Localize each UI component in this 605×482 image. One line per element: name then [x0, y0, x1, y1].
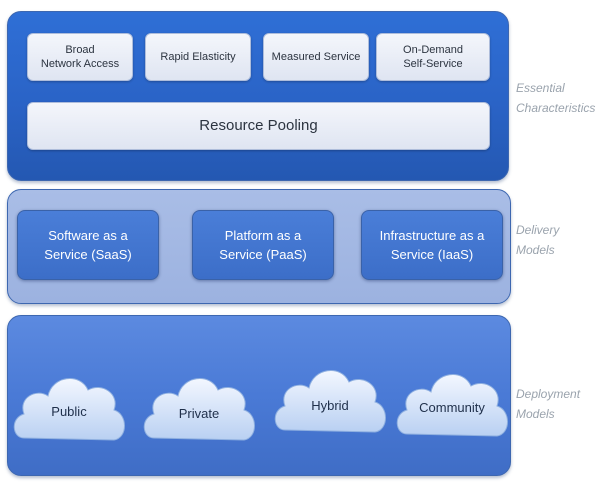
- cloud-icon: [396, 374, 508, 437]
- chip-label: Resource Pooling: [199, 117, 318, 134]
- delivery-models-panel: Software as a Service (SaaS) Platform as…: [7, 189, 511, 304]
- rapid-elasticity-chip: Rapid Elasticity: [145, 33, 251, 81]
- on-demand-self-service-chip: On-Demand Self-Service: [376, 33, 490, 81]
- paas-box: Platform as a Service (PaaS): [192, 210, 334, 280]
- chip-label: Broad Network Access: [40, 44, 120, 70]
- measured-service-chip: Measured Service: [263, 33, 369, 81]
- chip-label: On-Demand Self-Service: [403, 44, 463, 70]
- essential-characteristics-label: Essential Characteristics: [516, 81, 596, 115]
- public-cloud: Public: [10, 360, 128, 450]
- cloud-icon: [143, 378, 255, 441]
- chip-label: Rapid Elasticity: [160, 51, 236, 63]
- hybrid-cloud: Hybrid: [271, 352, 389, 442]
- cloud-icon: [13, 378, 125, 441]
- cloud-label: Private: [178, 406, 220, 421]
- box-label: Infrastructure as a Service (IaaS): [379, 228, 485, 262]
- cloud-label: Hybrid: [311, 398, 349, 413]
- iaas-box: Infrastructure as a Service (IaaS): [361, 210, 503, 280]
- deployment-models-label: Deployment Models: [516, 387, 581, 421]
- box-label: Platform as a Service (PaaS): [219, 228, 307, 262]
- box-label: Software as a Service (SaaS): [44, 228, 132, 262]
- chip-label: Measured Service: [271, 51, 361, 63]
- saas-box: Software as a Service (SaaS): [17, 210, 159, 280]
- private-cloud: Private: [140, 360, 258, 450]
- delivery-models-label: Delivery Models: [516, 223, 560, 257]
- broad-network-access-chip: Broad Network Access: [27, 33, 133, 81]
- community-cloud: Community: [393, 356, 511, 446]
- cloud-icon: [274, 370, 386, 433]
- cloud-label: Public: [51, 404, 87, 419]
- deployment-models-panel: Public Private Hybrid Community: [7, 315, 511, 476]
- essential-characteristics-panel: Broad Network Access Rapid Elasticity Me…: [7, 11, 509, 181]
- resource-pooling-chip: Resource Pooling: [27, 102, 490, 150]
- cloud-label: Community: [419, 400, 485, 415]
